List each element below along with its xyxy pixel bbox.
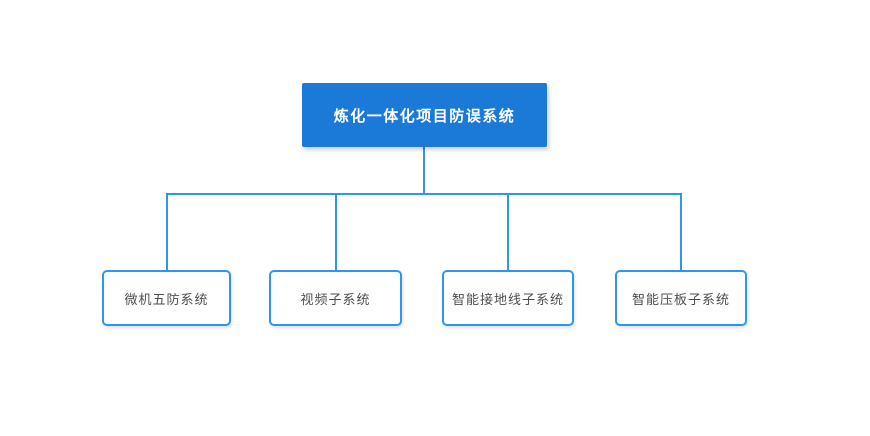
child-node-video-subsystem[interactable]: 视频子系统 xyxy=(269,270,402,326)
connector-stem-child-4 xyxy=(680,193,682,270)
connector-stem-child-3 xyxy=(507,193,509,270)
child-node-label: 智能压板子系统 xyxy=(631,291,730,307)
child-node-wuji-wufang[interactable]: 微机五防系统 xyxy=(102,270,231,326)
child-node-label: 视频子系统 xyxy=(300,291,371,307)
connector-horizontal-bus xyxy=(166,193,682,195)
connector-stem-child-1 xyxy=(166,193,168,270)
connector-stem-child-2 xyxy=(335,193,337,270)
child-node-pressure-plate-subsystem[interactable]: 智能压板子系统 xyxy=(615,270,747,326)
child-node-label: 微机五防系统 xyxy=(124,291,209,307)
child-node-label: 智能接地线子系统 xyxy=(451,291,564,307)
child-node-grounding-wire-subsystem[interactable]: 智能接地线子系统 xyxy=(442,270,574,326)
root-node-label: 炼化一体化项目防误系统 xyxy=(333,107,516,125)
root-node[interactable]: 炼化一体化项目防误系统 xyxy=(302,83,547,147)
connector-root-stem xyxy=(423,146,425,194)
